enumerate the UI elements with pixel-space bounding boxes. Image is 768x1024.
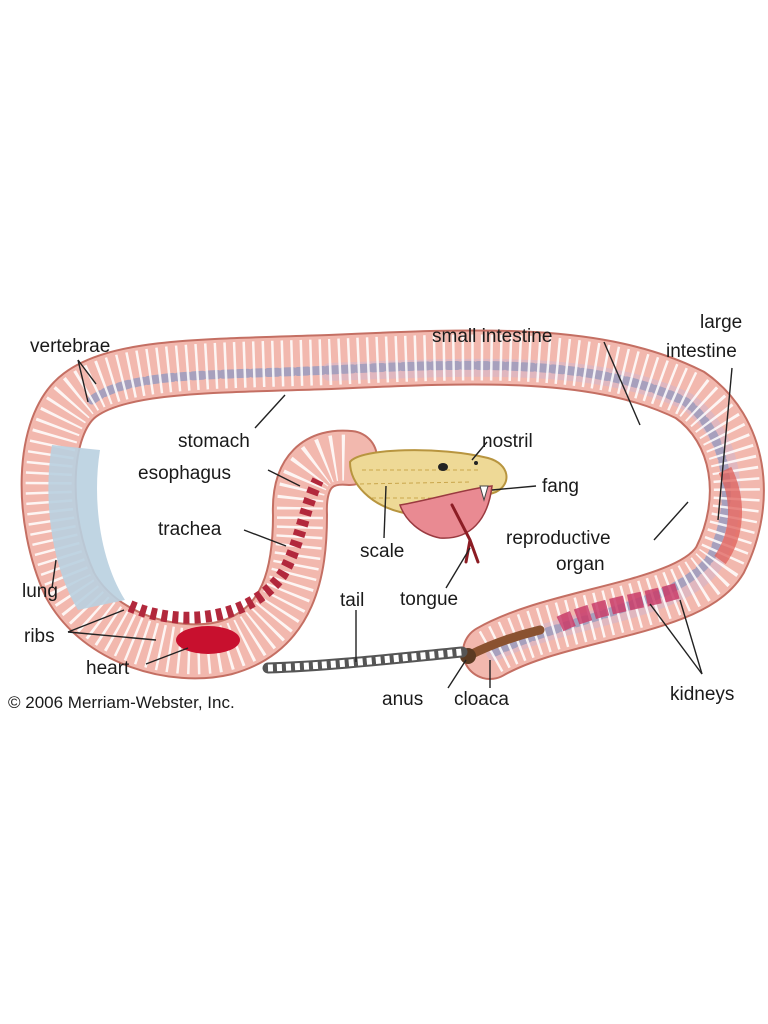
label-large-intestine-line2: intestine	[666, 341, 737, 362]
eye	[438, 463, 448, 471]
cloaca	[465, 625, 545, 660]
copyright-notice: © 2006 Merriam-Webster, Inc.	[8, 693, 235, 712]
scale-texture	[359, 469, 480, 499]
trachea	[127, 477, 324, 624]
label-large-intestine-line1: large	[700, 312, 742, 333]
leader-lines	[51, 341, 733, 689]
heart	[176, 626, 240, 654]
label-stomach: stomach	[178, 431, 250, 452]
label-trachea: trachea	[158, 519, 222, 540]
label-anus: anus	[382, 689, 423, 710]
lung	[48, 445, 125, 610]
ribs-pattern	[25, 334, 760, 675]
label-reproductive-organ-line1: reproductive	[506, 528, 611, 549]
labels: vertebrae stomach esophagus trachea lung…	[8, 312, 742, 712]
label-small-intestine: small intestine	[432, 326, 552, 347]
label-scale: scale	[360, 541, 404, 562]
label-ribs: ribs	[24, 626, 55, 647]
label-reproductive-organ-line2: organ	[556, 554, 605, 575]
kidneys	[556, 582, 683, 632]
label-tail: tail	[340, 590, 364, 611]
tail	[262, 646, 468, 674]
label-cloaca: cloaca	[454, 689, 509, 710]
label-tongue: tongue	[400, 589, 458, 610]
snake-head	[348, 449, 508, 564]
label-nostril: nostril	[482, 431, 533, 452]
large-intestine	[714, 466, 742, 565]
label-esophagus: esophagus	[138, 463, 231, 484]
label-lung: lung	[22, 581, 58, 602]
label-heart: heart	[86, 658, 130, 679]
label-kidneys: kidneys	[670, 684, 734, 705]
label-fang: fang	[542, 476, 579, 497]
nostril-dot	[474, 461, 478, 465]
fang	[479, 485, 489, 502]
label-vertebrae: vertebrae	[30, 336, 110, 357]
mouth	[399, 485, 493, 539]
